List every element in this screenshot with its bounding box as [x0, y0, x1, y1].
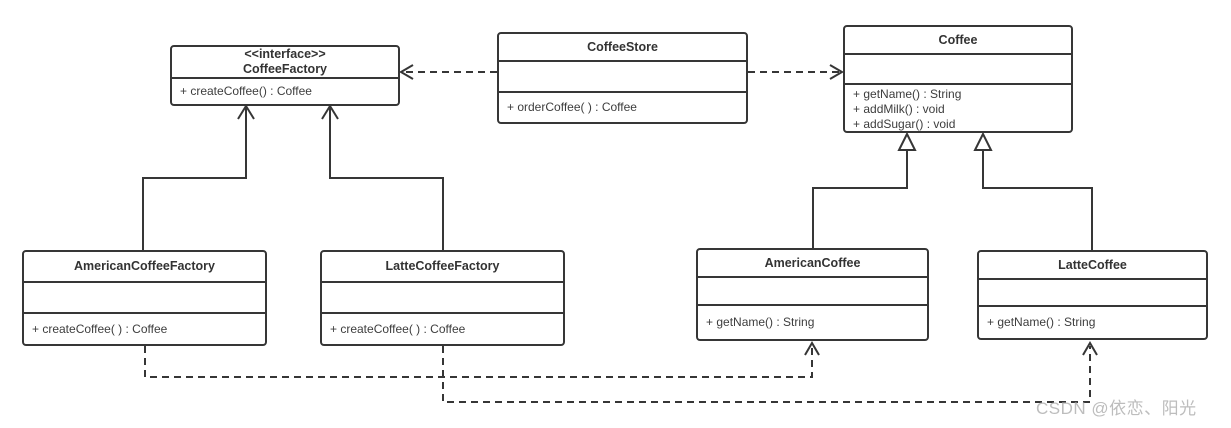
class-name: AmericanCoffeeFactory — [73, 259, 215, 273]
class-coffee: Coffee + getName() : String + addMilk() … — [843, 25, 1073, 133]
class-coffeefactory: <<interface>> CoffeeFactory + createCoff… — [170, 45, 400, 106]
method: + createCoffee( ) : Coffee — [330, 321, 466, 336]
method: + getName() : String — [853, 87, 962, 101]
class-lattecoffee-methods: + getName() : String — [979, 307, 1206, 338]
method: + getName() : String — [706, 315, 815, 329]
class-coffeestore-attributes — [499, 62, 746, 93]
class-name: CoffeeFactory — [242, 62, 328, 76]
class-coffeestore: CoffeeStore + orderCoffee( ) : Coffee — [497, 32, 748, 124]
class-name: Coffee — [938, 32, 978, 47]
method: + orderCoffee( ) : Coffee — [507, 100, 637, 114]
generalization-lattecoffee-coffee — [973, 131, 1093, 250]
dependency-lattecoffeefactory-lattecoffee — [442, 341, 1098, 403]
class-coffee-methods: + getName() : String + addMilk() : void … — [845, 85, 1071, 131]
class-americancoffee-methods: + getName() : String — [698, 306, 927, 339]
class-lattecoffeefactory-attributes — [322, 283, 563, 314]
class-coffeestore-methods: + orderCoffee( ) : Coffee — [499, 93, 746, 122]
class-lattecoffee: LatteCoffee + getName() : String — [977, 250, 1208, 340]
class-coffee-attributes — [845, 55, 1071, 85]
class-lattecoffee-title: LatteCoffee — [979, 252, 1206, 280]
class-americancoffeefactory-methods: + createCoffee( ) : Coffee — [24, 314, 265, 344]
class-name: AmericanCoffee — [764, 255, 861, 270]
class-americancoffee: AmericanCoffee + getName() : String — [696, 248, 929, 341]
dependency-coffeestore-coffeefactory — [399, 64, 497, 80]
realization-americancoffeefactory-coffeefactory — [142, 104, 255, 250]
class-americancoffee-title: AmericanCoffee — [698, 250, 927, 278]
class-coffee-title: Coffee — [845, 27, 1071, 55]
class-coffeefactory-methods: + createCoffee() : Coffee — [172, 79, 398, 104]
class-lattecoffeefactory-methods: + createCoffee( ) : Coffee — [322, 314, 563, 344]
class-coffeestore-title: CoffeeStore — [499, 34, 746, 62]
class-coffeefactory-title: <<interface>> CoffeeFactory — [172, 47, 398, 79]
dependency-coffeestore-coffee — [748, 64, 844, 80]
class-stereotype: <<interface>> — [244, 47, 326, 61]
class-americancoffee-attributes — [698, 278, 927, 306]
generalization-americancoffee-coffee — [812, 131, 917, 248]
class-americancoffeefactory: AmericanCoffeeFactory + createCoffee( ) … — [22, 250, 267, 346]
method: + createCoffee() : Coffee — [180, 84, 312, 98]
watermark-text: CSDN @依恋、阳光 — [1036, 399, 1197, 418]
class-name: LatteCoffee — [1058, 257, 1127, 272]
method: + addSugar() : void — [853, 117, 956, 131]
class-name: LatteCoffeeFactory — [385, 259, 500, 273]
class-lattecoffeefactory: LatteCoffeeFactory + createCoffee( ) : C… — [320, 250, 565, 346]
class-lattecoffee-attributes — [979, 280, 1206, 307]
class-name: CoffeeStore — [587, 39, 658, 54]
method: + createCoffee( ) : Coffee — [32, 321, 168, 336]
class-americancoffeefactory-title: AmericanCoffeeFactory — [24, 252, 265, 283]
method: + addMilk() : void — [853, 102, 945, 116]
class-americancoffeefactory-attributes — [24, 283, 265, 314]
method: + getName() : String — [987, 315, 1096, 329]
realization-lattecoffeefactory-coffeefactory — [321, 104, 444, 250]
class-lattecoffeefactory-title: LatteCoffeeFactory — [322, 252, 563, 283]
dependency-americancoffeefactory-americancoffee — [144, 341, 820, 378]
